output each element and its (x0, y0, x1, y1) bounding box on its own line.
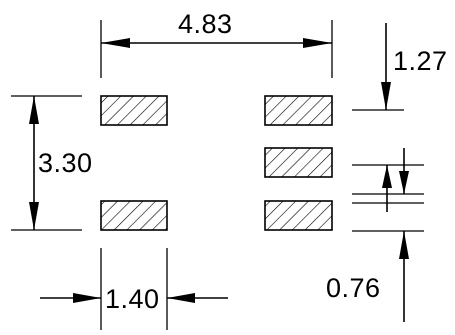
pad-right-middle (264, 147, 333, 178)
gap-label: 0.76 (326, 273, 381, 303)
dimension-overall-height: 3.30 (11, 95, 100, 231)
arrowhead-outer-down (399, 171, 409, 194)
overall-width-label: 4.83 (178, 9, 233, 39)
dimension-pad-height (352, 148, 424, 212)
arrowhead-left (73, 293, 101, 303)
pad-left-bottom (100, 200, 168, 231)
arrowhead-inner-up (382, 165, 392, 188)
arrowhead-right (167, 293, 195, 303)
arrowhead-gap (399, 231, 409, 259)
pad-right-bottom (264, 200, 333, 231)
dimension-gap: 0.76 (326, 230, 424, 322)
pad-left-top (100, 95, 168, 126)
pitch-label: 1.27 (393, 46, 448, 76)
dimension-pitch: 1.27 (352, 23, 448, 111)
dimension-pad-length: 1.40 (40, 248, 228, 330)
arrowhead-left (101, 38, 130, 48)
overall-height-label: 3.30 (38, 148, 93, 178)
arrowhead-right (303, 38, 332, 48)
dimension-overall-width: 4.83 (100, 9, 333, 78)
arrowhead-bottom (29, 202, 39, 230)
arrowhead-pitch (381, 82, 391, 110)
pad-length-label: 1.40 (105, 284, 160, 314)
label-background (36, 144, 100, 178)
pad-right-top (264, 95, 333, 126)
arrowhead-top (29, 96, 39, 124)
pad-group (100, 95, 333, 231)
